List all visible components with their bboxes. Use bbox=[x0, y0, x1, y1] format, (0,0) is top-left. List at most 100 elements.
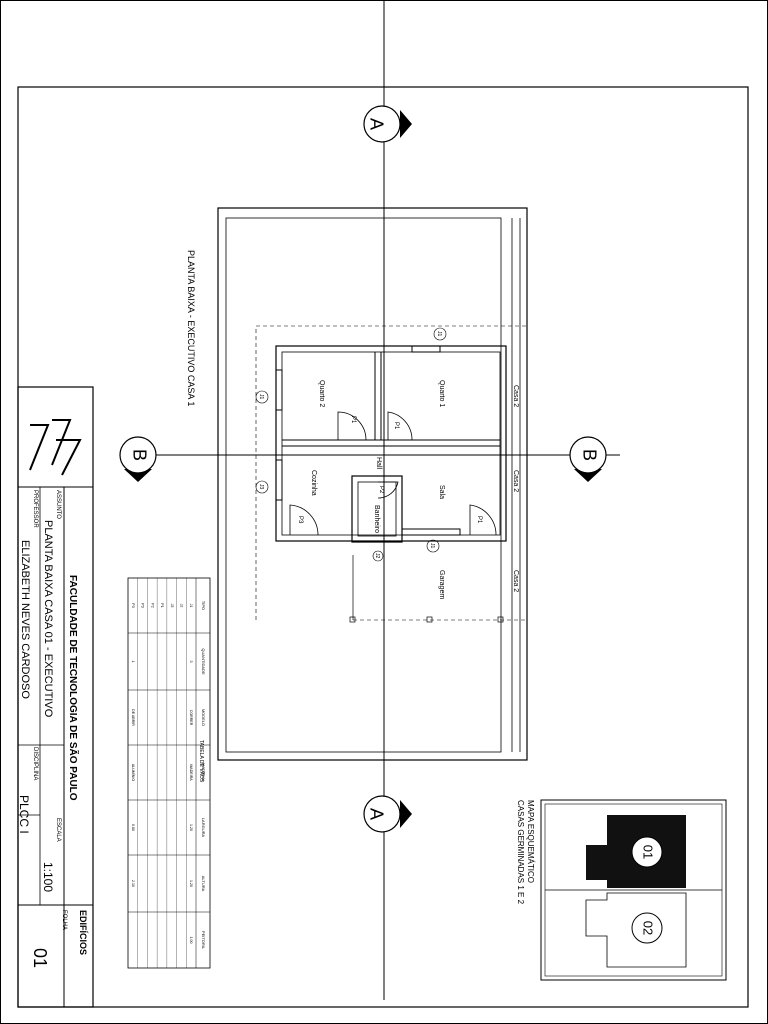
window-j1-bottom bbox=[401, 528, 461, 536]
key-map-title-1: MAPA ESQUEMÁTICO bbox=[526, 800, 535, 883]
table-cell: CORRER bbox=[189, 710, 193, 726]
title-block-curso: EDIFÍCIOS bbox=[78, 910, 88, 955]
table-header-cell: MODELO bbox=[201, 709, 206, 726]
bathroom-inner bbox=[357, 481, 397, 537]
fatec-logo-stroke-2 bbox=[51, 419, 72, 466]
title-block-professor-label: PROFESSOR bbox=[32, 490, 38, 528]
tag-j1-bottom: J1 bbox=[429, 543, 435, 549]
tag-p2: P2 bbox=[378, 486, 384, 494]
table-cell: P2 bbox=[150, 603, 154, 607]
table-cell: P3 bbox=[141, 603, 145, 607]
window-tags bbox=[255, 327, 447, 562]
section-bubble-a-top bbox=[363, 105, 401, 143]
neighbor-casa2-c: Casa 2 bbox=[512, 570, 519, 592]
title-block-institution: FACULDADE DE TECNOLOGIA DE SÃO PAULO bbox=[67, 575, 80, 801]
key-map-label-01: 01 bbox=[641, 845, 656, 859]
fatec-logo-stroke-1 bbox=[29, 424, 50, 471]
key-map: 01 02 MAPA ESQUEMÁTICO CASAS GERMINADAS … bbox=[516, 799, 727, 981]
door-p1-quarto2 bbox=[337, 411, 367, 441]
tag-j2-circle bbox=[372, 550, 384, 562]
lot-inner-outline bbox=[225, 217, 502, 753]
room-banheiro: Banheiro bbox=[373, 505, 380, 533]
section-arrow-b-left bbox=[124, 469, 152, 482]
room-garagem: Garagem bbox=[438, 570, 445, 599]
table-cell: J2 bbox=[179, 604, 183, 608]
section-bubble-b-left bbox=[119, 436, 157, 474]
section-arrow-a-top bbox=[400, 110, 412, 138]
section-arrow-b-right bbox=[574, 469, 602, 482]
title-block: FACULDADE DE TECNOLOGIA DE SÃO PAULO ASS… bbox=[17, 386, 94, 1008]
key-map-title-2: CASAS GERMINADAS 1 E 2 bbox=[516, 800, 525, 905]
table-frame bbox=[127, 577, 211, 969]
garage-pillar-3 bbox=[497, 616, 504, 623]
table-header-cell: MATERIAL bbox=[201, 763, 206, 783]
tag-j1-top: J1 bbox=[436, 331, 442, 337]
table-cell: DE ABRIR bbox=[131, 709, 135, 726]
key-map-frame bbox=[540, 799, 727, 981]
table-cell: 0.80 bbox=[131, 824, 135, 831]
tag-j3: J3 bbox=[258, 484, 264, 490]
fatec-logo-stroke-3 bbox=[56, 439, 82, 476]
tag-p1-quarto2: P1 bbox=[350, 416, 356, 424]
tag-j3-circle bbox=[255, 480, 269, 494]
title-block-escala-label: ESCALA bbox=[55, 818, 61, 842]
room-labels: Quarto 2 Quarto 1 Cozinha Sala Banheiro … bbox=[310, 380, 519, 599]
fatec-logo bbox=[29, 419, 82, 476]
house-outer-wall bbox=[275, 345, 507, 542]
table-cell: J1 bbox=[189, 604, 193, 608]
neighbor-casa2-b: Casa 2 bbox=[512, 470, 519, 492]
tag-j1-left: J1 bbox=[258, 394, 264, 400]
section-marker-a-top: A bbox=[363, 105, 412, 143]
house-inner-wall bbox=[281, 351, 501, 536]
window-j1-top bbox=[411, 345, 441, 353]
room-sala: Sala bbox=[438, 485, 445, 499]
tag-p1-sala: P1 bbox=[476, 516, 482, 524]
table-cell: 2.10 bbox=[131, 880, 135, 887]
lot-outline bbox=[217, 207, 528, 761]
table-header-cell: ALTURA bbox=[201, 876, 206, 892]
key-map-label-02: 02 bbox=[641, 921, 656, 935]
title-block-folha-label: FOLHA bbox=[61, 910, 67, 930]
room-cozinha: Cozinha bbox=[310, 470, 317, 496]
title-block-disciplina-label: DISCIPLINA bbox=[32, 747, 38, 780]
table-cell: 3 bbox=[189, 661, 193, 663]
section-marker-b-left: B bbox=[119, 436, 157, 482]
garage bbox=[349, 555, 504, 623]
floor-plan bbox=[217, 207, 528, 761]
section-arrow-a-bottom bbox=[400, 800, 412, 828]
openings-table: TABELA DE VÃOS TIPOQUANTIDADEMODELOMATER… bbox=[127, 577, 211, 969]
section-label-b-right: B bbox=[579, 449, 599, 461]
key-map-bubble-02 bbox=[631, 912, 663, 944]
table-cell: 1.20 bbox=[189, 824, 193, 831]
garage-pillar-1 bbox=[349, 616, 356, 623]
table-cell: J3 bbox=[170, 604, 174, 608]
room-hall: Hall bbox=[375, 457, 382, 470]
title-block-disciplina: PLCC I bbox=[17, 795, 31, 834]
tag-j1-left-circle bbox=[255, 390, 269, 404]
title-block-professor: ELIZABETH NEVES CARDOSO bbox=[19, 540, 31, 699]
tag-j1-bottom-circle bbox=[426, 539, 440, 553]
section-marker-b-right: B bbox=[569, 436, 607, 482]
roof-projection bbox=[255, 325, 527, 620]
table-header-cell: TIPO bbox=[201, 601, 206, 610]
title-block-assunto: PLANTA BAIXA CASA 01 - EXECUTIVO bbox=[42, 520, 54, 718]
tag-j1-top-circle bbox=[433, 327, 447, 341]
table-cell: 1.00 bbox=[189, 937, 193, 944]
section-bubble-b-right bbox=[569, 436, 607, 474]
door-p3 bbox=[289, 504, 319, 536]
tag-j2: J2 bbox=[374, 553, 380, 559]
key-map-bubble-01 bbox=[631, 836, 663, 868]
key-map-unit-02 bbox=[585, 892, 687, 968]
section-bubble-a-bottom bbox=[363, 795, 401, 833]
window-j1-left bbox=[275, 369, 283, 411]
table-header-cell: QUANTIDADE bbox=[201, 648, 206, 675]
drawing-title: PLANTA BAIXA - EXECUTIVO CASA 1 bbox=[186, 250, 196, 406]
title-block-escala: 1:100 bbox=[41, 862, 55, 892]
section-label-a-top: A bbox=[366, 118, 386, 130]
section-label-b-left: B bbox=[129, 449, 149, 461]
window-tag-labels: J1 J1 J3 J1 J2 bbox=[258, 331, 442, 559]
table-cell: 1 bbox=[131, 661, 135, 663]
window-j3 bbox=[275, 459, 283, 501]
room-quarto1: Quarto 1 bbox=[438, 380, 445, 407]
